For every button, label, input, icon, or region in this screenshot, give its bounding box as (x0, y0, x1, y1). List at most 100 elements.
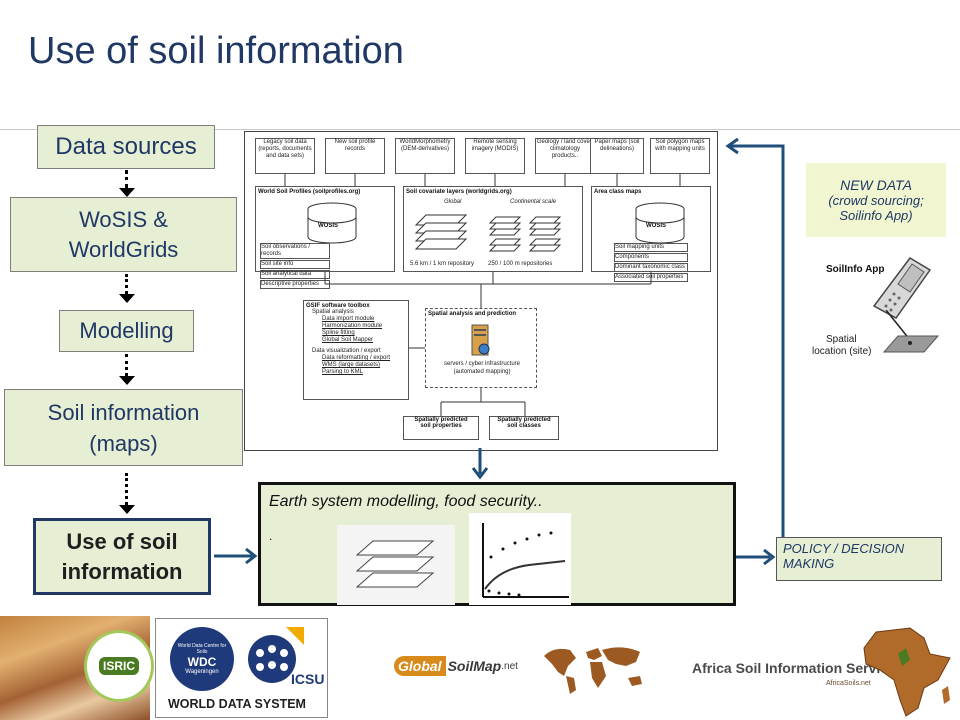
globalsoilmap-soilmap: SoilMap (447, 658, 502, 674)
covariate-global-label: Global (444, 199, 462, 205)
globalsoilmap-logo: Global SoilMap .net (394, 652, 518, 680)
sap-title: Spatial analysis and prediction (428, 311, 517, 317)
policy-line1: POLICY / DECISION (783, 541, 905, 556)
newdata-line2: (crowd sourcing; (828, 193, 924, 208)
use-label-line2: information (61, 558, 183, 584)
wdc-text: WDC (187, 655, 217, 669)
new-data-box: NEW DATA (crowd sourcing; Soilinfo App) (806, 163, 946, 237)
out2-line1: Spatially predicted (497, 417, 551, 423)
input-geology: Geology / land cover, climatology produc… (535, 138, 595, 174)
gsif-data-visualization: Data visualization / export (312, 348, 381, 354)
africa-map-icon (863, 627, 951, 717)
out1-line1: Spatially predicted (414, 417, 468, 423)
input-legacy-soil-data: Legacy soil data (reports, documents and… (255, 138, 315, 174)
spatial-analysis-box: Spatial analysis and prediction servers … (425, 308, 537, 388)
flow-arrowhead-3 (119, 376, 135, 385)
area-item: Components (614, 253, 688, 262)
spatial-line1: Spatial (826, 334, 857, 345)
output-soil-properties: Spatially predicted soil properties (403, 416, 479, 440)
raster-layers-icon (414, 214, 562, 252)
diagram-to-earth-arrow (471, 448, 489, 480)
use-of-soil-box: Use of soil information (33, 518, 211, 595)
wosis-database-icon (307, 202, 357, 244)
input-worldmorphometry: WorldMorphometry (DEM-derivatives) (395, 138, 455, 174)
gsif-sa-item: Spline fitting (322, 330, 355, 336)
gsif-sa-item: Data import module (322, 316, 375, 322)
wsp-item: Soil analytical data (260, 270, 330, 279)
soil-info-label-line1: Soil information (47, 399, 200, 425)
flow-arrow-1 (125, 170, 128, 188)
policy-decision-box: POLICY / DECISION MAKING (776, 537, 942, 581)
isric-logo-text: ISRIC (98, 657, 139, 675)
servers-line2: (automated mapping) (453, 369, 511, 375)
earth-system-text: Earth system modelling, food security.. (269, 493, 543, 510)
flow-arrowhead-2 (119, 294, 135, 303)
use-to-earth-arrow (214, 547, 258, 565)
logo-strip: ISRIC World Data Centre for Soils WDC Wa… (0, 616, 960, 720)
afsis-logo-text: Africa Soil Information Service (692, 660, 896, 676)
layers-icon (337, 525, 455, 605)
gsif-sa-item: Harmonization module (322, 323, 383, 329)
page-title: Use of soil information (28, 30, 404, 72)
out1-line2: soil properties (420, 423, 462, 429)
data-sources-label: Data sources (55, 133, 197, 160)
earth-system-box: Earth system modelling, food security.. … (258, 482, 736, 606)
title-divider (0, 129, 960, 130)
feedback-arrow (725, 137, 785, 538)
newdata-line3: Soilinfo App) (839, 208, 913, 223)
wosis-label-line1: WoSIS & (79, 206, 168, 232)
wosis-worldgrids-box: WoSIS & WorldGrids (10, 197, 237, 272)
area-item: Dominant taxonomic class (614, 263, 688, 272)
workflow-diagram: Legacy soil data (reports, documents and… (244, 131, 718, 451)
wds-logo: World Data Centre for Soils WDC Wagening… (155, 618, 328, 718)
newdata-line1: NEW DATA (840, 177, 912, 193)
wageningen-text: Wageningen (185, 669, 219, 675)
gsif-toolbox-box: GSIF software toolbox Spatial analysis D… (303, 300, 409, 400)
globalsoilmap-global: Global (394, 656, 446, 676)
wsp-item: Soil observations / records (260, 243, 330, 259)
wosis-label-line2: WorldGrids (68, 236, 179, 262)
input-remote-sensing: Remote sensing imagery (MODIS) (465, 138, 525, 174)
world-soil-profiles-box: World Soil Profiles (soilprofiles.org) W… (255, 186, 395, 289)
phone-icon (872, 257, 932, 319)
modelling-box: Modelling (59, 310, 194, 352)
covariate-layers-box: Soil covariate layers (worldgrids.org) G… (403, 186, 583, 272)
flow-arrow-3 (125, 354, 128, 376)
covariate-res1: 5.6 km / 1 km repository (410, 261, 475, 267)
server-icon (471, 324, 490, 356)
location-plane-icon (882, 310, 940, 353)
gsif-dv-item: WMS (large datasets) (322, 362, 381, 368)
wsp-item-list: Soil observations / records Soil site in… (260, 243, 330, 289)
use-label-line1: Use of soil (66, 528, 178, 554)
curve-plot-icon (469, 513, 571, 605)
soil-info-label-line2: (maps) (89, 430, 158, 456)
area-title: Area class maps (594, 189, 642, 195)
soil-information-box: Soil information (maps) (4, 389, 243, 466)
gsif-spatial-analysis: Spatial analysis (312, 309, 354, 315)
covariate-title: Soil covariate layers (worldgrids.org) (406, 189, 512, 195)
wds-text: WORLD DATA SYSTEM (168, 697, 306, 711)
area-wosis-label: WOSIS (646, 223, 667, 229)
flow-arrow-4 (125, 473, 128, 505)
earth-to-policy-arrow (736, 548, 776, 566)
globalsoilmap-net: .net (501, 660, 518, 672)
covariate-res2: 250 / 100 m repositories (488, 261, 553, 267)
area-item: Soil mapping units (614, 243, 688, 252)
policy-line2: MAKING (783, 556, 835, 571)
input-new-profiles: New soil profile records (325, 138, 385, 174)
icsu-text: ICSU (291, 671, 325, 687)
gsif-title: GSIF software toolbox (306, 303, 370, 309)
flow-arrow-2 (125, 274, 128, 294)
gsif-sa-item: Global Soil Mapper (322, 337, 374, 343)
output-soil-classes: Spatially predicted soil classes (489, 416, 559, 440)
servers-line1: servers / cyber infrastructure (443, 361, 521, 367)
wdc-arc-text: World Data Centre for Soils (177, 643, 227, 655)
world-map-icon (544, 647, 642, 694)
area-class-maps-box: Area class maps WOSIS Soil mapping units… (591, 186, 711, 282)
spatial-line2: location (site) (812, 346, 872, 357)
wsp-title: World Soil Profiles (soilprofiles.org) (258, 189, 361, 195)
area-database-icon (635, 202, 685, 244)
isric-logo: ISRIC (84, 630, 154, 702)
modelling-label: Modelling (79, 318, 174, 343)
input-paper-maps: Paper maps (soil delineations) (590, 138, 644, 174)
